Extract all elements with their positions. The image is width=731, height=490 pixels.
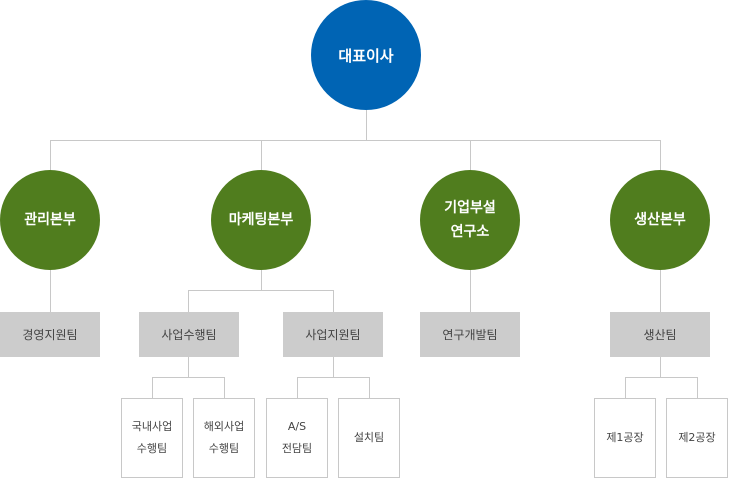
team-management-support: 경영지원팀 <box>0 312 100 357</box>
team-business-support: 사업지원팀 <box>283 312 383 357</box>
ceo-node: 대표이사 <box>311 0 421 110</box>
team-research-development: 연구개발팀 <box>420 312 520 357</box>
division-management: 관리본부 <box>0 170 100 270</box>
team-business-execution: 사업수행팀 <box>139 312 239 357</box>
unit-domestic-business: 국내사업 수행팀 <box>121 398 183 478</box>
unit-factory-1: 제1공장 <box>594 398 656 478</box>
unit-factory-2: 제2공장 <box>666 398 728 478</box>
division-marketing: 마케팅본부 <box>211 170 311 270</box>
unit-after-service: A/S 전담팀 <box>266 398 328 478</box>
unit-installation: 설치팀 <box>338 398 400 478</box>
team-production: 생산팀 <box>610 312 710 357</box>
unit-overseas-business: 해외사업 수행팀 <box>193 398 255 478</box>
division-production: 생산본부 <box>610 170 710 270</box>
division-research-institute: 기업부설 연구소 <box>420 170 520 270</box>
